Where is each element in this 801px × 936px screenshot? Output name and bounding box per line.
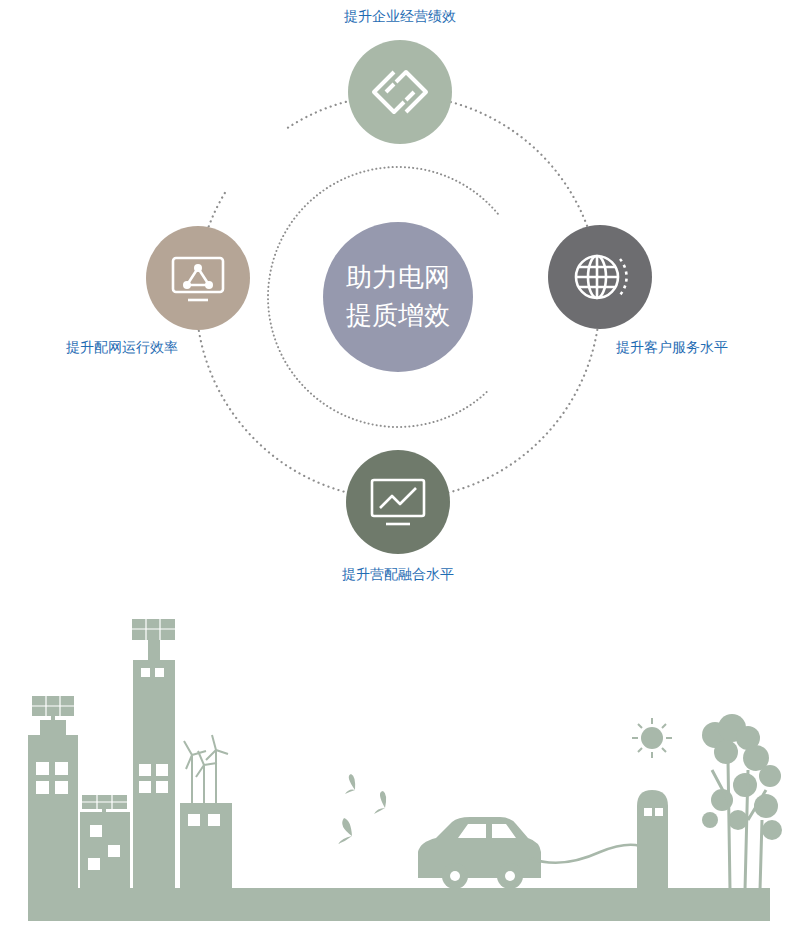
circle-fill xyxy=(146,226,250,330)
solar-panel xyxy=(132,619,175,640)
circle-fill xyxy=(323,222,473,372)
goal-label: 提升营配融合水平 xyxy=(342,566,454,584)
solar-panel xyxy=(32,696,74,716)
circle-icon xyxy=(173,258,223,300)
car-wheel xyxy=(442,863,468,889)
goal-label: 提升企业经营绩效 xyxy=(344,8,456,26)
building xyxy=(28,735,78,895)
circle-shape xyxy=(346,450,450,554)
circle-icon xyxy=(576,256,627,298)
tree-trunks xyxy=(712,760,766,890)
circle-fill xyxy=(346,450,450,554)
center-circle: 助力电网 提质增效 xyxy=(323,222,473,372)
inner-dotted-ring xyxy=(268,167,499,427)
solar-panel xyxy=(82,795,127,809)
trees xyxy=(702,714,782,840)
wind-turbines xyxy=(184,735,228,805)
city-illustration xyxy=(28,619,782,921)
dotted-rings xyxy=(196,95,600,499)
charging-cable xyxy=(530,845,640,863)
circle-fill xyxy=(348,40,452,144)
butterfly xyxy=(345,774,355,794)
butterfly xyxy=(338,818,352,844)
windows xyxy=(36,668,663,881)
building xyxy=(180,803,232,893)
sun-rays xyxy=(632,718,672,758)
solar-panel-grid xyxy=(32,619,175,809)
sun xyxy=(641,727,663,749)
charging-post xyxy=(637,790,668,890)
circle-shape xyxy=(548,225,652,329)
center-text: 助力电网 提质增效 xyxy=(339,259,457,334)
car xyxy=(418,817,541,878)
illustration-strokes xyxy=(184,718,766,890)
circle-shape xyxy=(146,226,250,330)
tower-neck xyxy=(148,640,160,662)
goal-circle: 提升营配融合水平 xyxy=(346,450,450,554)
circle-fill xyxy=(548,225,652,329)
circle-shape xyxy=(323,222,473,372)
goal-label: 提升配网运行效率 xyxy=(66,339,178,357)
building-top xyxy=(40,720,66,736)
building xyxy=(80,812,130,892)
car-wheel xyxy=(497,863,523,889)
circle-icon xyxy=(372,480,424,524)
circle-icon xyxy=(374,72,426,112)
outer-dotted-ring xyxy=(196,95,600,499)
ground xyxy=(28,888,770,921)
goal-circle: 提升配网运行效率 xyxy=(146,226,250,330)
butterfly xyxy=(374,791,386,814)
goal-circle: 提升客户服务水平 xyxy=(548,225,652,329)
circle-shape xyxy=(348,40,452,144)
tower xyxy=(133,660,175,892)
goal-circle: 提升企业经营绩效 xyxy=(348,40,452,144)
goal-label: 提升客户服务水平 xyxy=(616,339,728,357)
